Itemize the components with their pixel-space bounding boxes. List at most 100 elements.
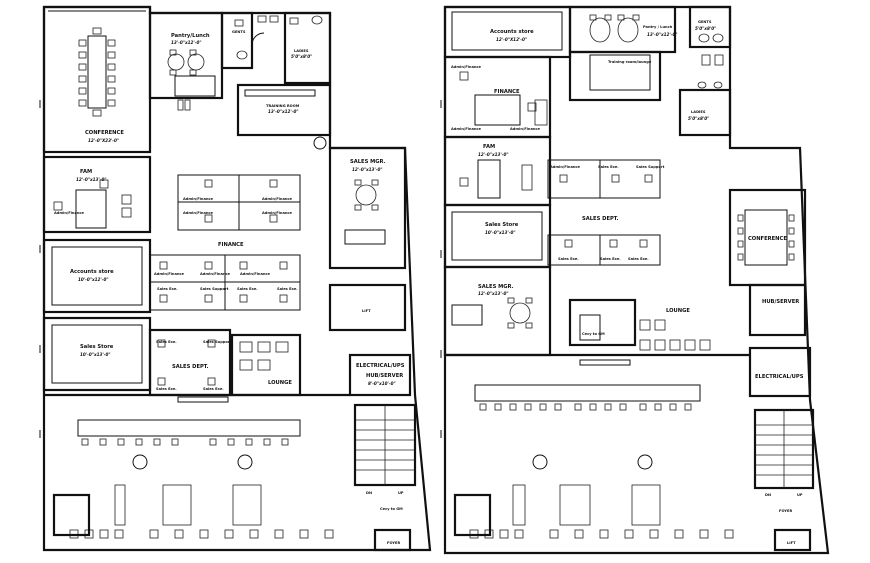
room-label-conference: CONFERENCE: [748, 236, 787, 242]
training-room: [236, 83, 332, 137]
meeting-chairs: [512, 484, 661, 526]
room-dim-fam: 12'-0"x13'-0": [76, 177, 107, 182]
room-dim-accounts-store: 12'-0"X12'-0": [496, 37, 527, 42]
ladies-room: [678, 88, 732, 137]
room-label-accounts-store: Accounts store: [490, 29, 534, 35]
svg-text:Admin/Finance: Admin/Finance: [200, 272, 231, 276]
stair-label-dn: DN: [366, 491, 372, 495]
svg-text:Sales Exe.: Sales Exe.: [237, 287, 258, 291]
stair-label-up: UP: [398, 491, 404, 495]
cecy-room: [568, 298, 637, 347]
cecy-room: [328, 283, 407, 332]
svg-text:Sales Exe.: Sales Exe.: [277, 287, 298, 291]
left-floor-plan: CONFERENCE 12'-0"X23'-0" Pantry/Lunch 13…: [39, 5, 432, 552]
room-label-lounge: LOUNGE: [268, 380, 292, 386]
room-dim-gents: 5'0"x8'0": [695, 26, 716, 31]
room-dim-fam: 12'-0"x13'-0": [478, 152, 509, 157]
conference-table: [78, 27, 116, 117]
room-label-hub-server: HUB/SERVER: [762, 299, 799, 305]
lounge-seating: [639, 319, 711, 351]
fam-room: [443, 135, 552, 207]
columns: [532, 454, 653, 470]
room-label-sales-mgr: SALES MGR.: [350, 159, 386, 165]
accounts-store-room: [42, 238, 152, 314]
room-dim-pantry: 13'-0"x12'-0": [171, 40, 202, 45]
seating-row: [69, 529, 334, 539]
room-label-sales-store: Sales Store: [80, 344, 114, 350]
room-label-electrical: ELECTRICAL/UPS: [356, 363, 405, 369]
lift-shaft: [373, 528, 412, 552]
room-dim-hub-server: 8'-0"x10'-0": [368, 381, 396, 386]
room-label-gents: GENTS: [232, 30, 246, 34]
room-label-sales-dept: SALES DEPT.: [172, 364, 209, 370]
svg-text:Sales Exe.: Sales Exe.: [156, 340, 177, 344]
room-dim-sales-store: 10'-0"x13'-0": [80, 352, 111, 357]
gents-room: [220, 11, 254, 70]
columns: [132, 454, 253, 470]
stair-treads: [755, 410, 813, 488]
right-floor-plan: Accounts store 12'-0"X12'-0" Pantry / Lu…: [440, 5, 830, 555]
room-label-pantry: Pantry / Lunch: [643, 25, 673, 29]
room-label-sales-dept: SALES DEPT.: [582, 216, 619, 222]
pantry-furniture: [167, 49, 205, 111]
training-room: [568, 50, 662, 102]
svg-text:Sales Exe.: Sales Exe.: [156, 387, 177, 391]
svg-text:Admin/Finance: Admin/Finance: [154, 272, 185, 276]
sales-mgr-room: [443, 265, 552, 357]
svg-text:Admin/Finance: Admin/Finance: [451, 127, 482, 131]
svg-text:Sales Exe.: Sales Exe.: [558, 257, 579, 261]
open-office-workstations: [474, 384, 701, 411]
electrical-room: [348, 353, 412, 397]
electrical-room: [748, 346, 812, 398]
sales-mgr-room: [328, 146, 407, 270]
room-label-fam: FAM: [80, 169, 92, 175]
hub-server-room: [748, 283, 807, 337]
room-dim-accounts-store: 10'-0"x12'-0": [78, 277, 109, 282]
room-dim-conference: 12'-0"X23'-0": [88, 138, 119, 143]
svg-text:Admin/Finance: Admin/Finance: [240, 272, 271, 276]
room-label-foyer: Cecy to GM: [380, 507, 403, 511]
svg-text:Admin/Finance: Admin/Finance: [262, 211, 293, 215]
room-label-training: Training room/lounge: [608, 60, 652, 64]
toilet-fixtures: [234, 15, 323, 60]
room-label-ladies: LADIES: [294, 49, 309, 53]
room-label-cecy: LIFT: [362, 309, 371, 313]
room-dim-sales-mgr: 12'-0"x13'-0": [352, 167, 383, 172]
pantry-room: [568, 5, 677, 54]
stair-label-up: UP: [797, 493, 803, 497]
meeting-chairs: [114, 484, 262, 526]
svg-text:Sales Support: Sales Support: [636, 165, 665, 169]
room-dim-ladies: 5'0"x8'0": [291, 54, 312, 59]
room-label-pantry: Pantry/Lunch: [171, 33, 210, 39]
finance-workstations: Admin/Finance Admin/Finance Admin/Financ…: [149, 174, 301, 311]
room-label-finance: FINANCE: [218, 242, 244, 248]
room-label-gents: GENTS: [698, 20, 712, 24]
plant: [313, 136, 327, 150]
room-dim-ladies: 5'0"x8'0": [688, 116, 709, 121]
svg-text:Sales Exe.: Sales Exe.: [628, 257, 649, 261]
room-label-cecy: Cecy to GM: [582, 332, 605, 336]
lift-shaft: [773, 528, 812, 552]
reception-counter: [177, 396, 229, 403]
reception-booth: [52, 493, 91, 537]
svg-text:Sales Support: Sales Support: [203, 340, 232, 344]
room-label-electrical: ELECTRICAL/UPS: [755, 374, 804, 380]
svg-text:Sales Exe.: Sales Exe.: [600, 257, 621, 261]
room-label-fam: FAM: [483, 144, 495, 150]
svg-text:Admin/Finance: Admin/Finance: [183, 197, 214, 201]
ladies-room: [283, 11, 332, 85]
svg-text:Admin/Finance: Admin/Finance: [550, 165, 581, 169]
stair-label-dn: DN: [765, 493, 771, 497]
svg-text:Sales Exe.: Sales Exe.: [203, 387, 224, 391]
svg-text:Sales Support: Sales Support: [200, 287, 229, 291]
svg-text:Admin/Finance: Admin/Finance: [54, 211, 85, 215]
room-label-hub-server: HUB/SERVER: [366, 373, 403, 379]
svg-text:Sales Exe.: Sales Exe.: [598, 165, 619, 169]
room-label-accounts-store: Accounts store: [70, 269, 114, 275]
room-dim-pantry: 13'-0"x12'-0": [647, 32, 678, 37]
svg-text:Admin/Finance: Admin/Finance: [451, 65, 482, 69]
open-office-workstations: [77, 419, 301, 446]
svg-text:Admin/Finance: Admin/Finance: [510, 127, 541, 131]
room-label-training: TRAINING ROOM: [266, 104, 300, 108]
